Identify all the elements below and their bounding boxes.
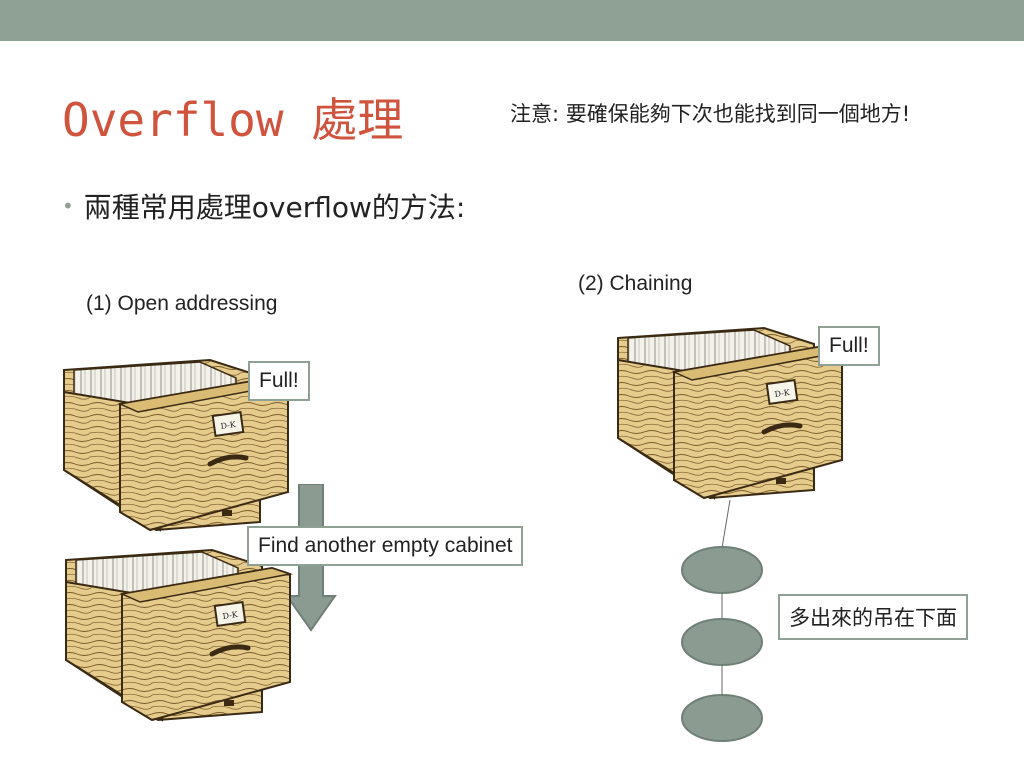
chaining-label: (2) Chaining: [578, 272, 693, 295]
chain-node-3: [681, 694, 763, 742]
top-accent-bar: [0, 0, 1024, 41]
find-cabinet-callout: Find another empty cabinet: [247, 526, 524, 566]
bullet-item: • 兩種常用處理overflow的方法:: [62, 186, 465, 226]
open-addressing-label: (1) Open addressing: [86, 292, 278, 315]
note-text: 注意: 要確保能夠下次也能找到同一個地方!: [510, 102, 911, 126]
file-cabinet-drawing: D-K: [65, 548, 293, 722]
slide-title: Overflow 處理: [62, 93, 404, 147]
file-cabinet-chaining: D-K: [614, 320, 846, 502]
drawer-tag-text: D-K: [222, 610, 239, 621]
file-cabinet-full: D-K: [60, 352, 292, 534]
chain-node-2: [681, 618, 763, 666]
file-cabinet-drawing: D-K: [63, 358, 291, 532]
bullet-text: 兩種常用處理overflow的方法:: [83, 191, 466, 224]
bullet-dot-icon: •: [62, 194, 74, 218]
full-callout-left: Full!: [248, 361, 310, 401]
hang-below-callout: 多出來的吊在下面: [778, 594, 968, 640]
full-callout-right: Full!: [818, 326, 880, 366]
chain-diagram: [681, 500, 763, 742]
chain-node-1: [681, 546, 763, 594]
drawer-tag-text: D-K: [774, 388, 791, 399]
file-cabinet-drawing: D-K: [617, 326, 845, 500]
file-cabinet-empty: D-K: [62, 542, 294, 724]
drawer-tag-text: D-K: [220, 420, 237, 431]
